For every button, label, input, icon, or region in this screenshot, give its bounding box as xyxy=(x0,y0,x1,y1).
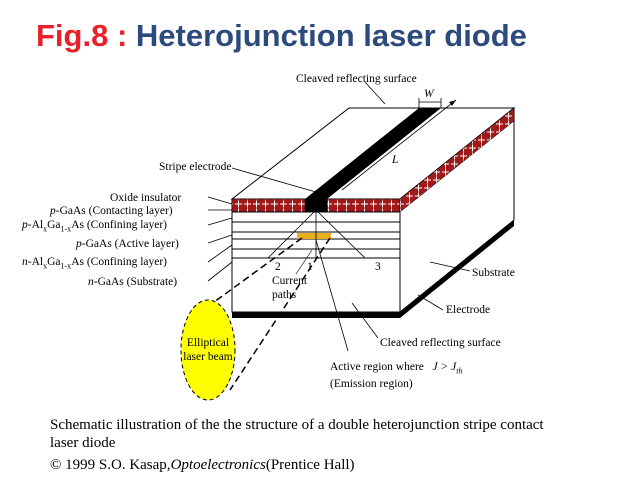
label-path-1: 1 xyxy=(307,261,313,273)
figure-caption: Schematic illustration of the the struct… xyxy=(50,417,544,451)
label-active-region: Active region where J > Jth xyxy=(330,360,462,378)
label-p-gaas-contacting: p-GaAs (Contacting layer) xyxy=(50,204,173,218)
figure-credit: © 1999 S.O. Kasap,Optoelectronics(Prenti… xyxy=(50,457,355,474)
leader-oxide xyxy=(207,196,233,205)
n-letter: n xyxy=(22,256,28,268)
label-cleaved-top: Cleaved reflecting surface xyxy=(296,73,417,85)
stripe-electrode-front xyxy=(305,199,327,212)
label-n-gaas-substrate: n-GaAs (Substrate) xyxy=(88,275,177,289)
active-condition: J > J xyxy=(432,361,457,373)
p-letter: p xyxy=(76,238,82,250)
x-subscript: x xyxy=(43,261,48,271)
figure-title: Fig.8 : Heterojunction laser diode xyxy=(36,18,527,54)
l-dimension xyxy=(341,99,457,191)
current-path-3 xyxy=(317,211,366,259)
label-text: As (Confining layer) xyxy=(71,256,168,268)
active-region xyxy=(297,233,331,239)
label-path-2: 2 xyxy=(275,261,281,273)
oxide-front-left xyxy=(231,198,306,213)
label-path-3: 3 xyxy=(375,261,381,273)
stripe-electrode xyxy=(305,108,441,199)
label-oxide-insulator: Oxide insulator xyxy=(110,192,182,204)
leader-electrode xyxy=(417,294,444,311)
credit-suffix: (Prentice Hall) xyxy=(265,457,355,473)
current-path-label-leader xyxy=(295,249,313,275)
label-text: -GaAs (Active layer) xyxy=(81,238,179,250)
ga-text: Ga xyxy=(47,256,61,268)
label-w: W xyxy=(424,88,434,100)
l-arrow-head xyxy=(449,100,456,106)
p-letter: p xyxy=(22,219,28,231)
bottom-electrode xyxy=(232,220,514,318)
label-cleaved-bottom: Cleaved reflecting surface xyxy=(380,337,501,349)
leader-substrate-left xyxy=(207,261,233,282)
leader-active-region xyxy=(315,239,349,352)
label-p-algaas-confining: p-AlxGa1-xAs (Confining layer) xyxy=(22,218,167,236)
label-electrode: Electrode xyxy=(446,304,491,316)
label-emission-region: (Emission region) xyxy=(330,378,413,390)
n-letter: n xyxy=(88,276,94,288)
ga-text: Ga xyxy=(47,219,61,231)
leader-substrate-right xyxy=(429,261,471,272)
active-condition-sub: th xyxy=(456,366,463,376)
leader-stripe xyxy=(231,167,317,193)
x-subscript: x xyxy=(43,224,48,234)
leader-p-confining xyxy=(207,217,233,226)
elliptical-laser-beam xyxy=(180,299,236,401)
label-stripe-electrode: Stripe electrode xyxy=(159,161,232,173)
credit-book: Optoelectronics xyxy=(170,457,266,473)
oxide-right-face xyxy=(399,107,515,213)
current-path-2 xyxy=(267,211,315,259)
figure-title-text: Heterojunction laser diode xyxy=(135,18,527,53)
al-text: -Al xyxy=(27,219,44,231)
beam-dash-bottom xyxy=(229,237,331,391)
label-current-paths: Current paths xyxy=(272,275,308,301)
al-text: -Al xyxy=(27,256,44,268)
label-elliptical-beam: Elliptical laser beam xyxy=(183,337,233,363)
active-region-text: Active region where xyxy=(330,361,424,373)
label-text: As (Confining layer) xyxy=(71,219,168,231)
one-minus-x-subscript: 1-x xyxy=(60,224,72,234)
leader-active xyxy=(207,234,233,244)
label-text: -GaAs (Substrate) xyxy=(93,276,178,288)
beam-dash-top xyxy=(209,237,303,306)
leader-n-confining xyxy=(207,244,233,263)
one-minus-x-subscript: 1-x xyxy=(60,261,72,271)
oxide-front-right xyxy=(326,198,401,213)
credit-prefix: © 1999 S.O. Kasap, xyxy=(50,457,171,473)
leader-cleaved-bottom xyxy=(351,302,379,339)
label-n-algaas-confining: n-AlxGa1-xAs (Confining layer) xyxy=(22,255,167,273)
leader-cleaved-top xyxy=(364,81,386,105)
p-letter: p xyxy=(50,205,56,217)
label-text: -GaAs (Contacting layer) xyxy=(55,205,173,217)
label-l: L xyxy=(392,154,399,166)
label-substrate: Substrate xyxy=(472,267,515,279)
figure-number: Fig.8 : xyxy=(36,18,128,53)
label-p-gaas-active: p-GaAs (Active layer) xyxy=(76,237,179,251)
